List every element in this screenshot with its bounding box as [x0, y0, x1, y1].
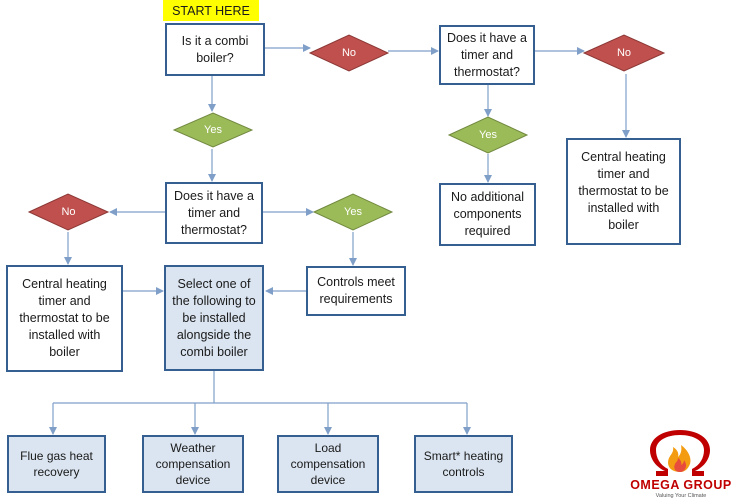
node-combi-question: Is it a combi boiler?: [165, 23, 265, 76]
decision-yes-2: [447, 116, 529, 154]
node-no-components: No additional components required: [439, 183, 536, 246]
omega-group-logo: [650, 430, 710, 476]
decision-yes-1: [172, 112, 254, 148]
decision-no-3: [27, 193, 110, 231]
node-timer-question-right: Does it have a timer and thermostat?: [439, 25, 535, 85]
node-select-one: Select one of the following to be instal…: [164, 265, 264, 371]
option-load-compensation: Load compensation device: [277, 435, 379, 493]
omega-symbol-icon: [650, 430, 710, 476]
node-controls-meet: Controls meet requirements: [306, 266, 406, 316]
logo-tagline: Valuing Your Climate: [655, 493, 707, 499]
decision-yes-3-label: Yes: [344, 206, 362, 218]
decision-no-1-label: No: [341, 47, 357, 59]
node-install-right: Central heating timer and thermostat to …: [566, 138, 681, 245]
start-here-label: START HERE: [163, 0, 259, 21]
decision-yes-1-label: Yes: [204, 124, 222, 136]
logo-wordmark: OMEGA GROUP: [630, 478, 732, 492]
decision-no-2: [582, 34, 666, 72]
decision-yes-2-label: Yes: [479, 129, 497, 141]
option-flue-gas-heat-recovery: Flue gas heat recovery: [7, 435, 106, 493]
node-install-left: Central heating timer and thermostat to …: [6, 265, 123, 372]
node-timer-question-center: Does it have a timer and thermostat?: [165, 182, 263, 244]
decision-no-3-label: No: [61, 206, 76, 218]
option-weather-compensation: Weather compensation device: [142, 435, 244, 493]
option-smart-heating-controls: Smart* heating controls: [414, 435, 513, 493]
decision-yes-3: [312, 193, 394, 231]
decision-no-2-label: No: [616, 47, 632, 59]
decision-no-1: [308, 34, 390, 72]
